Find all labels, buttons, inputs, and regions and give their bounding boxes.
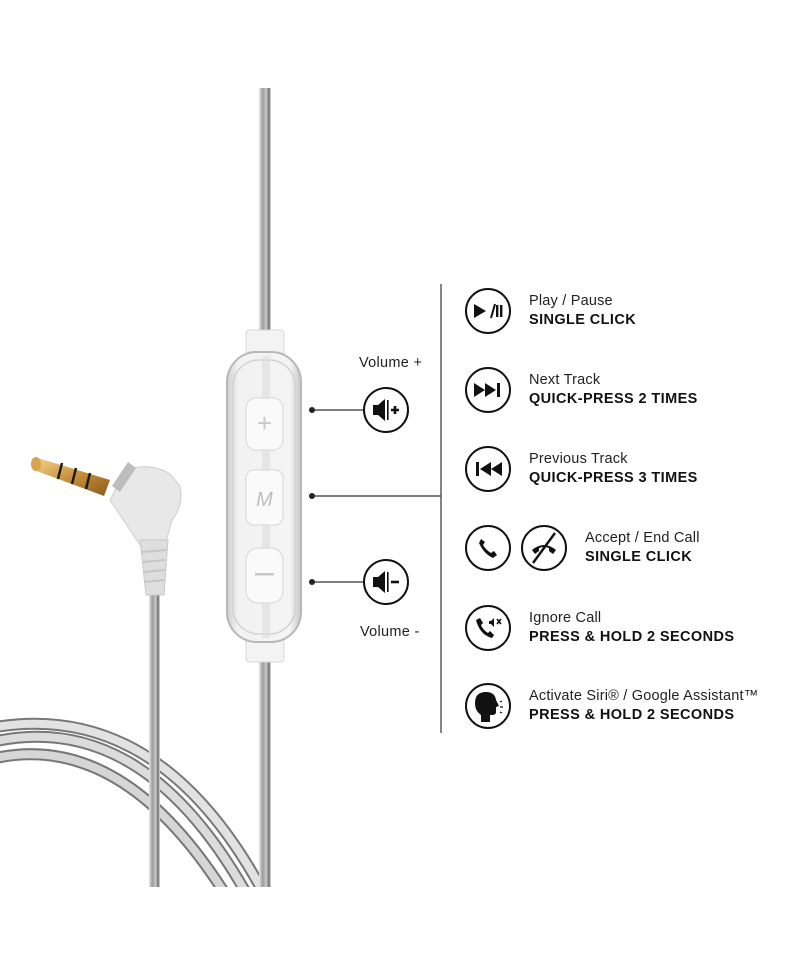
play-pause-icon: [465, 288, 511, 334]
controls-legend: Play / Pause SINGLE CLICK Next Track QUI…: [465, 0, 800, 977]
legend-item-ignore-call: Ignore Call PRESS & HOLD 2 SECONDS: [465, 605, 734, 651]
legend-item-previous-track: Previous Track QUICK-PRESS 3 TIMES: [465, 446, 698, 492]
inline-remote: + M: [226, 351, 302, 643]
legend-action: PRESS & HOLD 2 SECONDS: [529, 707, 735, 723]
callout-lines: [313, 284, 442, 733]
svg-text:+: +: [257, 408, 272, 438]
volume-up-label: Volume +: [359, 355, 423, 371]
legend-title: Next Track: [529, 372, 601, 388]
audio-jack: [31, 457, 182, 596]
previous-track-icon: [465, 446, 511, 492]
volume-down-icon: [363, 559, 409, 605]
legend-action: PRESS & HOLD 2 SECONDS: [529, 629, 735, 645]
voice-assistant-icon: [465, 683, 511, 729]
legend-item-accept-end-call: Accept / End Call SINGLE CLICK: [465, 525, 700, 571]
legend-action: SINGLE CLICK: [529, 312, 637, 328]
accept-call-icon: [465, 525, 511, 571]
volume-up-icon: [363, 387, 409, 433]
legend-title: Ignore Call: [529, 610, 602, 626]
legend-item-next-track: Next Track QUICK-PRESS 2 TIMES: [465, 367, 698, 413]
legend-action: QUICK-PRESS 3 TIMES: [529, 470, 698, 486]
legend-action: QUICK-PRESS 2 TIMES: [529, 391, 698, 407]
volume-down-label: Volume -: [360, 624, 420, 640]
cable-coil: [0, 717, 276, 911]
legend-action: SINGLE CLICK: [585, 549, 693, 565]
legend-title: Accept / End Call: [585, 530, 700, 546]
ignore-call-icon: [465, 605, 511, 651]
legend-item-voice-assistant: Activate Siri® / Google Assistant™ PRESS…: [465, 683, 758, 729]
legend-title: Previous Track: [529, 451, 628, 467]
legend-title: Play / Pause: [529, 293, 613, 309]
legend-title: Activate Siri® / Google Assistant™: [529, 688, 759, 704]
svg-text:M: M: [256, 489, 273, 511]
next-track-icon: [465, 367, 511, 413]
end-call-icon: [521, 525, 567, 571]
legend-item-play-pause: Play / Pause SINGLE CLICK: [465, 288, 636, 334]
